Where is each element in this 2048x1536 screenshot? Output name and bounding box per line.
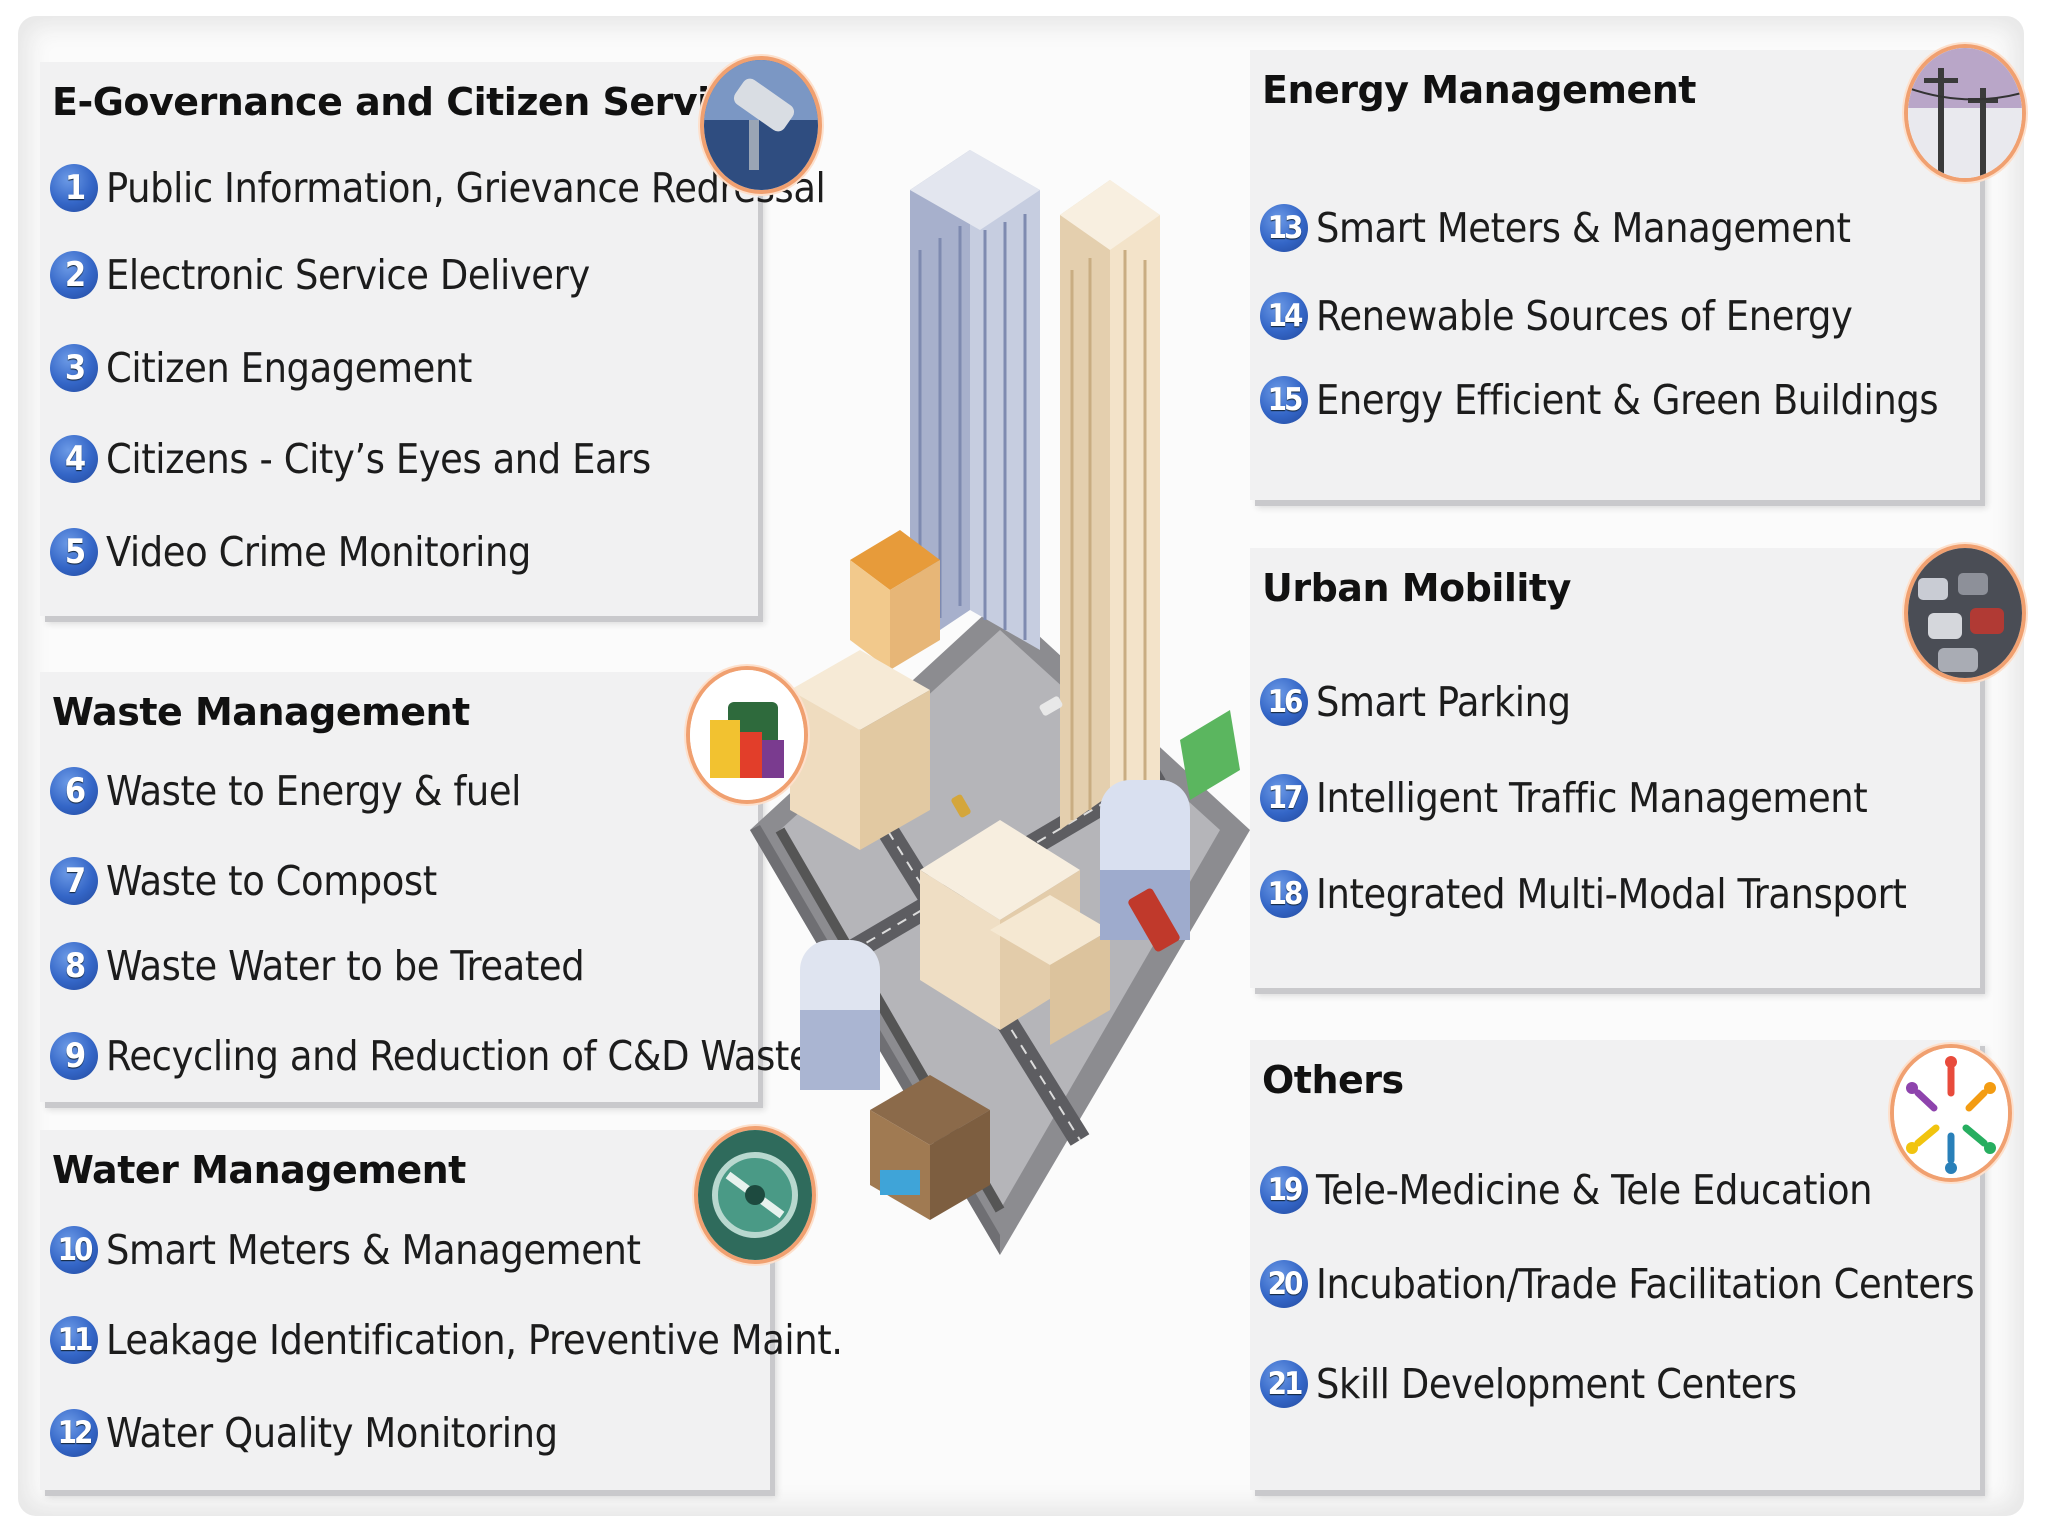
panel-title: E-Governance and Citizen Services [52, 80, 780, 124]
item-label: Intelligent Traffic Management [1316, 774, 1868, 822]
item-number: 19 [1260, 1166, 1308, 1214]
water-meter-icon [694, 1126, 816, 1264]
waste-bins-icon [686, 666, 808, 804]
item-number: 3 [50, 344, 98, 392]
panel-title: Others [1262, 1058, 1404, 1102]
panel-title: Water Management [52, 1148, 466, 1192]
item-number: 17 [1260, 774, 1308, 822]
item-label: Smart Parking [1316, 678, 1571, 726]
item-number: 13 [1260, 204, 1308, 252]
item-number: 20 [1260, 1260, 1308, 1308]
cctv-camera-icon [700, 56, 822, 194]
item-label: Citizen Engagement [106, 344, 472, 392]
item-label: Energy Efficient & Green Buildings [1316, 376, 1939, 424]
item-number: 10 [50, 1226, 98, 1274]
item-label: Video Crime Monitoring [106, 528, 531, 576]
panel-title: Urban Mobility [1262, 566, 1571, 610]
item-number: 18 [1260, 870, 1308, 918]
item-label: Recycling and Reduction of C&D Waste [106, 1032, 812, 1080]
item-label: Public Information, Grievance Redressal [106, 164, 826, 212]
item-label: Waste to Energy & fuel [106, 767, 522, 815]
item-number: 9 [50, 1032, 98, 1080]
item-label: Smart Meters & Management [1316, 204, 1851, 252]
item-number: 21 [1260, 1360, 1308, 1408]
item-number: 15 [1260, 376, 1308, 424]
item-number: 5 [50, 528, 98, 576]
item-label: Waste Water to be Treated [106, 942, 585, 990]
item-label: Incubation/Trade Facilitation Centers [1316, 1260, 1975, 1308]
item-number: 11 [50, 1316, 98, 1364]
power-lines-icon [1904, 44, 2026, 182]
item-label: Electronic Service Delivery [106, 251, 590, 299]
item-number: 12 [50, 1409, 98, 1457]
item-label: Citizens - City’s Eyes and Ears [106, 435, 651, 483]
item-number: 4 [50, 435, 98, 483]
item-number: 16 [1260, 678, 1308, 726]
item-label: Tele-Medicine & Tele Education [1316, 1166, 1873, 1214]
item-label: Leakage Identification, Preventive Maint… [106, 1316, 843, 1364]
item-number: 7 [50, 857, 98, 905]
item-label: Smart Meters & Management [106, 1226, 641, 1274]
item-number: 2 [50, 251, 98, 299]
item-label: Water Quality Monitoring [106, 1409, 558, 1457]
panel-title: Energy Management [1262, 68, 1696, 112]
item-label: Waste to Compost [106, 857, 437, 905]
item-number: 6 [50, 767, 98, 815]
item-number: 8 [50, 942, 98, 990]
panel-title: Waste Management [52, 690, 470, 734]
people-circle-icon [1890, 1044, 2012, 1182]
item-number: 14 [1260, 292, 1308, 340]
item-number: 1 [50, 164, 98, 212]
item-label: Integrated Multi-Modal Transport [1316, 870, 1907, 918]
traffic-cars-icon [1904, 544, 2026, 682]
item-label: Renewable Sources of Energy [1316, 292, 1853, 340]
city-illustration [750, 150, 1250, 1255]
item-label: Skill Development Centers [1316, 1360, 1797, 1408]
